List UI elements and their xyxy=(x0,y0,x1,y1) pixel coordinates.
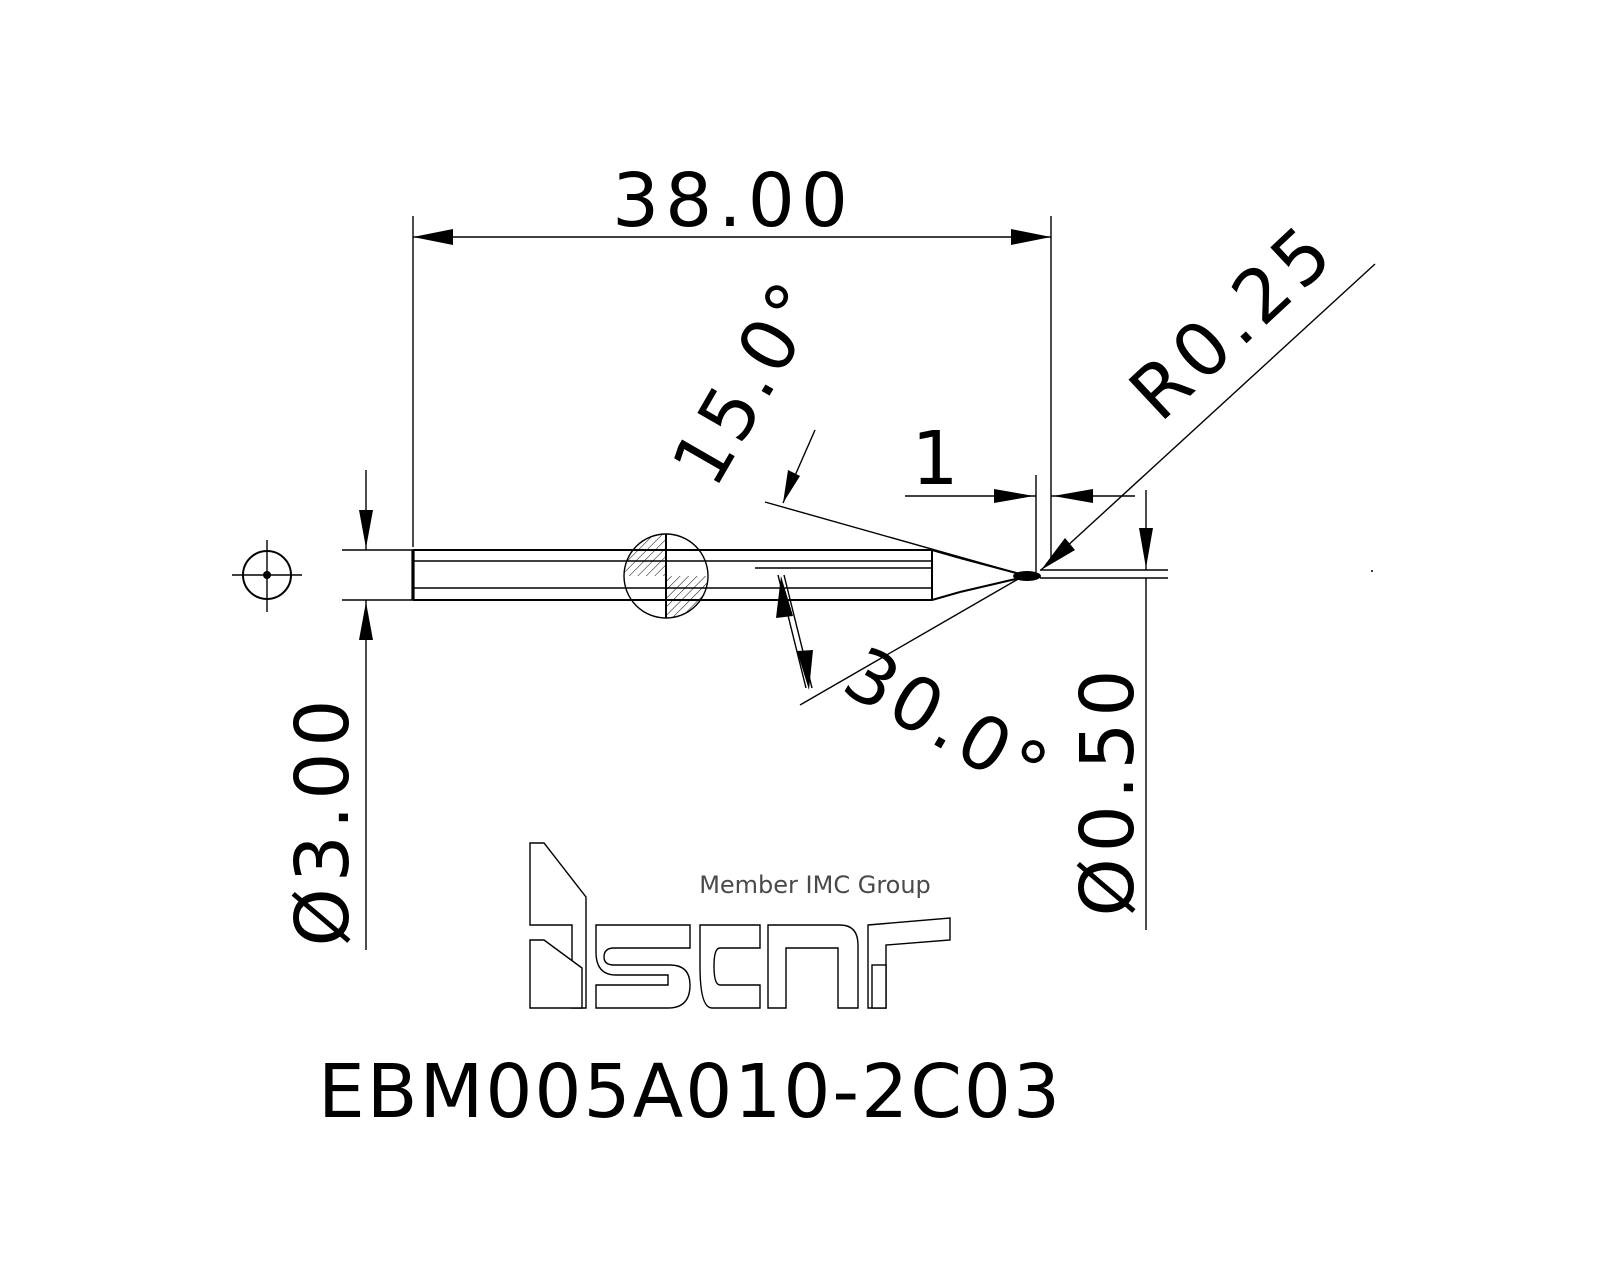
iscar-logo: Member IMC Group iscar xyxy=(529,842,951,1009)
part-number: EBM005A010-2C03 xyxy=(318,1049,1062,1135)
logo-wordmark xyxy=(529,842,951,1009)
tool-shank xyxy=(411,549,1041,601)
logo-tagline: Member IMC Group xyxy=(699,871,931,899)
bottom-angle-dimension: 30.0° xyxy=(776,574,1065,816)
shank-diameter-label: Ø3.00 xyxy=(280,693,366,946)
neck-diameter-label: Ø0.50 xyxy=(1065,663,1151,916)
section-hatch-symbol xyxy=(623,533,709,619)
shank-diameter-dimension: Ø3.00 xyxy=(280,470,413,950)
center-mark-symbol xyxy=(232,540,302,612)
overall-length-dimension: 38.00 xyxy=(412,158,1052,562)
tip-length-label: 1 xyxy=(911,416,958,502)
bottom-angle-label: 30.0° xyxy=(830,631,1065,816)
corner-radius-label: R0.25 xyxy=(1114,206,1353,437)
top-angle-dimension: 15.0° xyxy=(656,265,1021,575)
corner-radius-dimension: R0.25 xyxy=(1040,206,1376,571)
overall-length-label: 38.00 xyxy=(612,158,854,244)
top-angle-label: 15.0° xyxy=(656,265,841,500)
neck-diameter-dimension: Ø0.50 xyxy=(1040,490,1168,930)
